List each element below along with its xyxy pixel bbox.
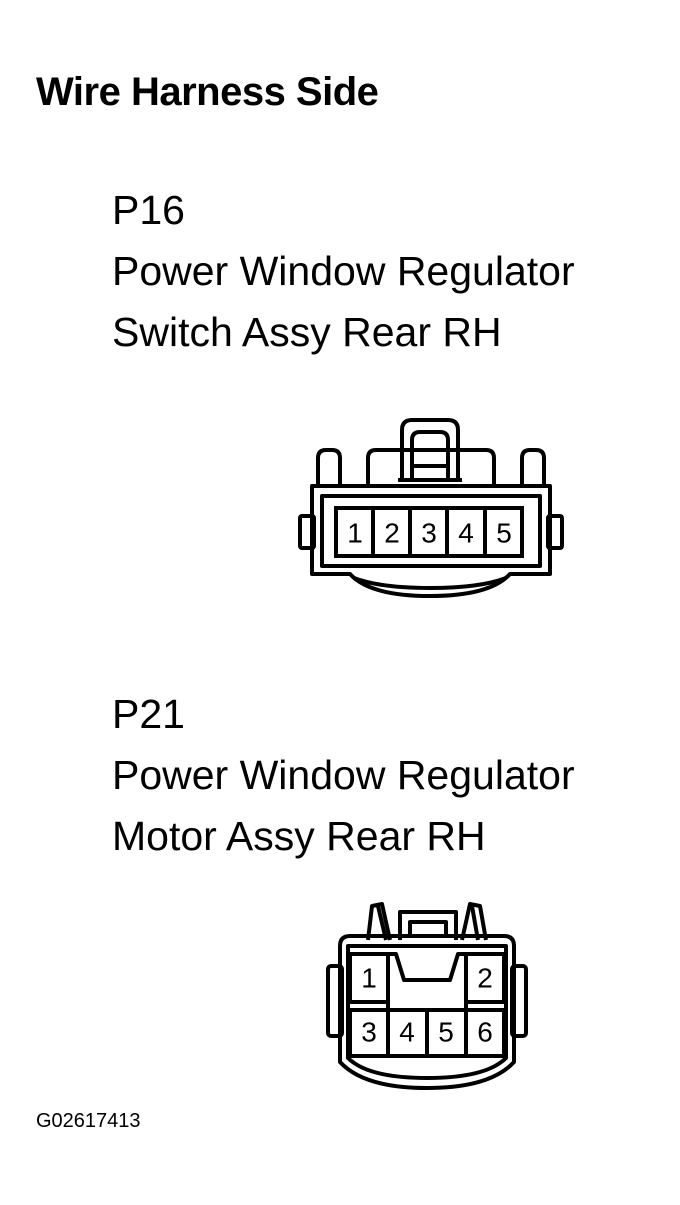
connector-p16-pin-labels: 1 2 3 4 5 [347,517,512,548]
pin-label: 2 [477,962,493,993]
pin-label: 4 [458,517,474,548]
pin-label: 5 [438,1016,454,1047]
connector-name-line2: Motor Assy Rear RH [112,813,486,859]
connector-name-line2: Switch Assy Rear RH [112,309,502,355]
pin-frame [334,506,524,558]
pin-label: 6 [477,1016,493,1047]
connector-p21-pin-labels: 1 2 3 4 5 6 [361,962,493,1047]
pin-label: 2 [384,517,400,548]
pin-label: 1 [361,962,377,993]
pin-label: 3 [361,1016,377,1047]
figure-code: G02617413 [36,1110,141,1132]
pin-label: 4 [399,1016,415,1047]
pin-label: 5 [496,517,512,548]
connector-p16-cavities [334,506,524,558]
connector-p21-label: P21 Power Window Regulator Motor Assy Re… [112,684,575,867]
connector-code: P16 [112,187,185,233]
connector-p21-drawing [326,902,528,1090]
connector-code: P21 [112,691,185,737]
diagram-title: Wire Harness Side [36,70,379,114]
connector-name-line1: Power Window Regulator [112,752,575,798]
pin-label: 1 [347,517,363,548]
pin-cavity [464,952,506,1004]
pin-label: 3 [421,517,437,548]
pin-cavity [348,952,390,1004]
connector-name-line1: Power Window Regulator [112,248,575,294]
connector-p21-cavities [348,952,506,1058]
connector-p16-drawing [298,418,564,598]
connector-p16-label: P16 Power Window Regulator Switch Assy R… [112,180,575,363]
